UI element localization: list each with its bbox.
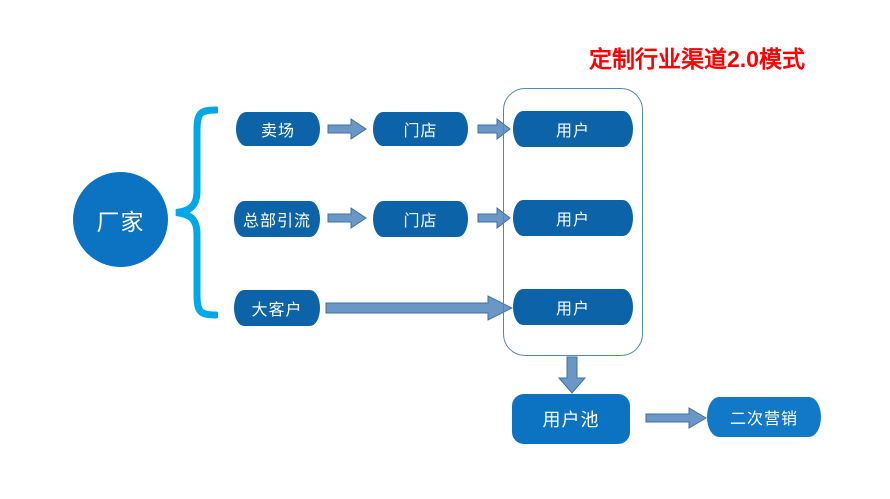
node-manufacturer-label: 厂家 bbox=[96, 208, 145, 235]
user-group-container bbox=[503, 88, 643, 356]
node-store-2-label: 门店 bbox=[403, 213, 438, 230]
node-remarketing[interactable]: 二次营销 bbox=[707, 397, 821, 437]
node-user-1[interactable]: 用户 bbox=[513, 111, 633, 147]
node-remarketing-label: 二次营销 bbox=[729, 411, 798, 428]
arrow-users-to-pool-icon bbox=[557, 356, 587, 394]
node-user-pool[interactable]: 用户池 bbox=[512, 394, 630, 444]
arrow-pool-to-remarketing-icon bbox=[645, 406, 707, 430]
node-channel-zongbu[interactable]: 总部引流 bbox=[234, 201, 320, 237]
arrow-zongbu-to-mendian-icon bbox=[327, 207, 367, 229]
node-store-2[interactable]: 门店 bbox=[373, 201, 468, 237]
node-manufacturer[interactable]: 厂家 bbox=[73, 172, 168, 267]
node-channel-maichang[interactable]: 卖场 bbox=[236, 112, 320, 146]
node-channel-dakehu-label: 大客户 bbox=[251, 302, 303, 319]
node-store-1-label: 门店 bbox=[403, 123, 438, 140]
node-user-pool-label: 用户池 bbox=[542, 410, 600, 430]
node-channel-zongbu-label: 总部引流 bbox=[242, 213, 311, 230]
node-user-1-label: 用户 bbox=[555, 123, 590, 140]
curly-brace-icon bbox=[172, 105, 220, 320]
node-user-3-label: 用户 bbox=[555, 301, 590, 318]
node-store-1[interactable]: 门店 bbox=[373, 112, 468, 146]
arrow-dakehu-to-user-icon bbox=[325, 294, 514, 322]
arrow-maichang-to-mendian-icon bbox=[327, 118, 367, 140]
node-user-2-label: 用户 bbox=[555, 212, 590, 229]
node-channel-maichang-label: 卖场 bbox=[260, 123, 295, 140]
page-title: 定制行业渠道2.0模式 bbox=[589, 46, 805, 72]
node-user-2[interactable]: 用户 bbox=[513, 200, 633, 236]
node-channel-dakehu[interactable]: 大客户 bbox=[234, 290, 320, 326]
node-user-3[interactable]: 用户 bbox=[513, 289, 633, 325]
